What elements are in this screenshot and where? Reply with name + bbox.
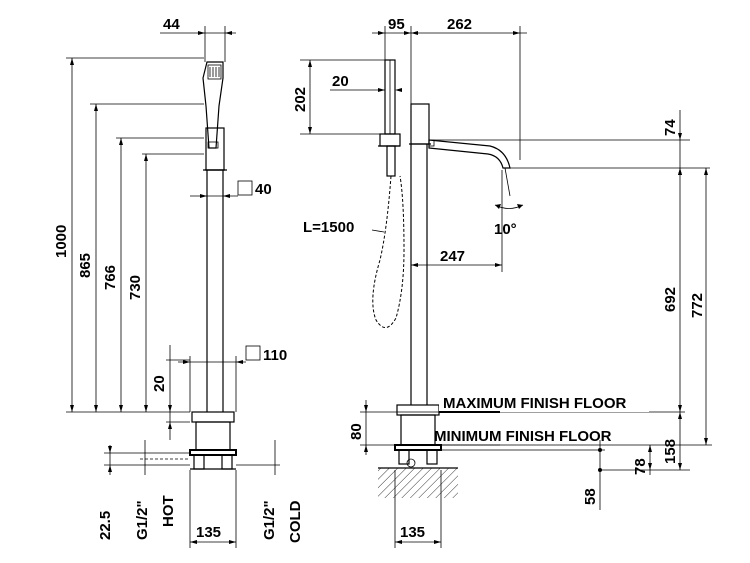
- right-handshower: [378, 59, 401, 177]
- dim-202-label: 202: [292, 87, 309, 112]
- dim-692-label: 692: [662, 287, 679, 312]
- dim-20-base-label: 20: [151, 375, 168, 392]
- dim-78-label: 78: [632, 458, 649, 475]
- dim-95-label: 95: [388, 16, 405, 33]
- spout-angle-label: 10°: [494, 221, 517, 238]
- dim-135-left-label: 135: [196, 524, 221, 541]
- spout: [428, 139, 511, 169]
- left-base: [189, 411, 237, 470]
- dim-135-right-label: 135: [400, 524, 425, 541]
- left-view: 44 1000 865 766 730 20: [53, 16, 304, 548]
- square-symbol-icon: [237, 180, 253, 196]
- cold-label: COLD: [287, 500, 304, 543]
- dim-247-label: 247: [440, 248, 465, 265]
- square-110-label: 110: [263, 347, 287, 364]
- floor-hatch: [378, 468, 458, 498]
- dim-20-handle-label: 20: [332, 73, 349, 90]
- hot-label: HOT: [160, 495, 177, 527]
- min-finish-floor-label: MINIMUM FINISH FLOOR: [434, 428, 612, 445]
- dim-772-label: 772: [689, 293, 706, 318]
- cold-thread-label: G1/2": [261, 500, 278, 540]
- dim-22-5-label: 22.5: [97, 511, 114, 540]
- dim-262-label: 262: [447, 16, 472, 33]
- square-symbol-icon: [245, 345, 261, 361]
- right-view: MAXIMUM FINISH FLOOR MINIMUM FINISH FLOO…: [292, 16, 712, 548]
- dim-58-label: 58: [582, 488, 599, 505]
- hose-length-label: L=1500: [303, 219, 354, 236]
- hose: [372, 175, 405, 328]
- dim-74-label: 74: [662, 119, 679, 136]
- dim-44-label: 44: [163, 16, 180, 33]
- dim-766-label: 766: [102, 265, 119, 290]
- dim-1000-label: 1000: [53, 225, 70, 258]
- dim-158-label: 158: [662, 439, 679, 464]
- dim-730-label: 730: [127, 275, 144, 300]
- left-column: [203, 169, 227, 412]
- max-finish-floor-label: MAXIMUM FINISH FLOOR: [443, 395, 626, 412]
- right-column: [409, 103, 435, 405]
- dim-80-label: 80: [348, 423, 365, 440]
- square-40-label: 40: [255, 181, 272, 198]
- dim-865-label: 865: [77, 253, 94, 278]
- hot-thread-label: G1/2": [134, 500, 151, 540]
